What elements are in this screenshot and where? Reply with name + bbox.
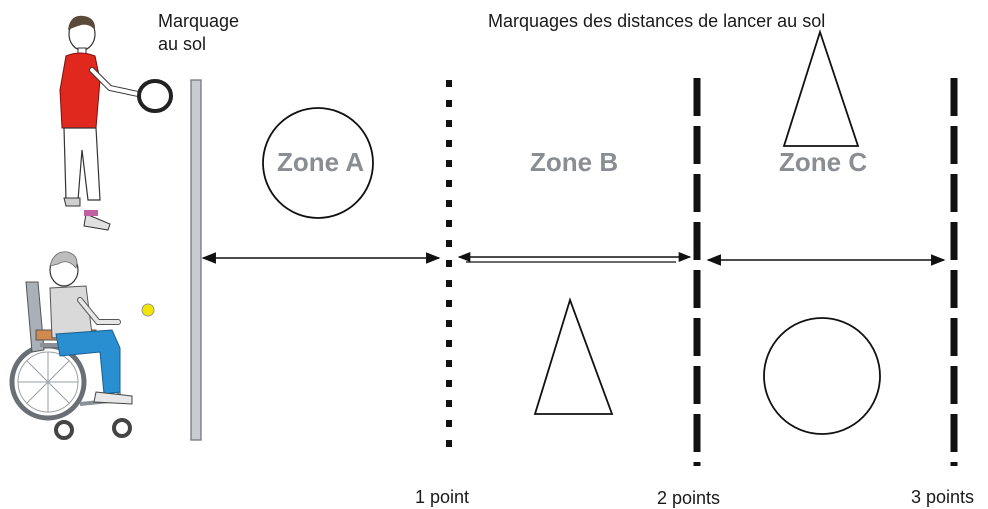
ground-marking-label-line2: au sol	[158, 34, 207, 54]
distance-markings-label: Marquages des distances de lancer au sol	[488, 11, 826, 31]
standing-thrower-icon	[59, 15, 141, 231]
ball-icon	[141, 303, 155, 317]
arrow-zone-b	[457, 251, 692, 263]
ground-marking-label-line1: Marquage	[158, 11, 240, 31]
target-triangle-zone-c	[782, 29, 860, 147]
two-points-label: 2 points	[657, 488, 721, 508]
wheelchair-player-icon	[9, 251, 133, 440]
target-triangle-zone-b	[533, 297, 614, 415]
one-point-label: 1 point	[415, 487, 470, 507]
zone-a-label: Zone A	[277, 147, 365, 177]
zone-c-label: Zone C	[779, 147, 868, 177]
zone-b-label: Zone B	[530, 147, 619, 177]
ring-icon	[137, 79, 173, 113]
ground-marking-pole	[190, 79, 202, 441]
target-circle-zone-c	[763, 317, 881, 435]
three-points-label: 3 points	[911, 487, 975, 507]
target-circle-zone-a	[262, 107, 374, 219]
